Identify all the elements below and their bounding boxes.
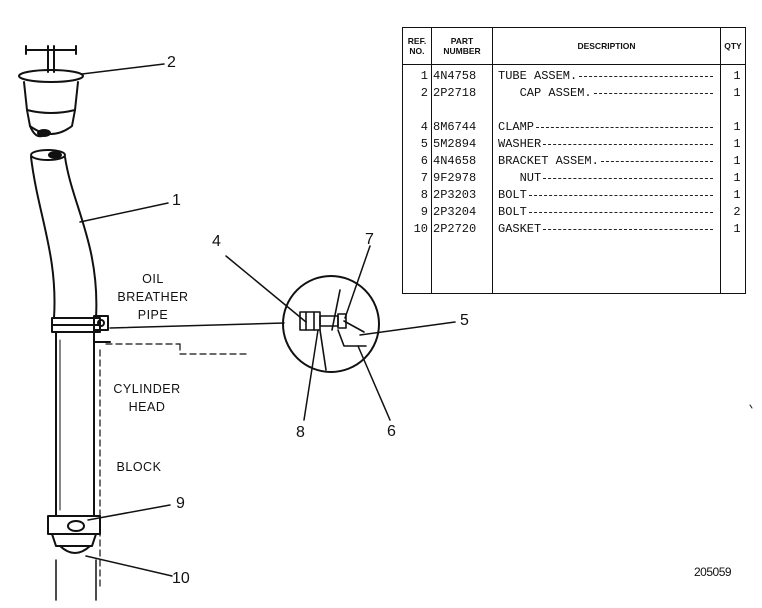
dot-leader <box>600 161 713 162</box>
cell-qty: 1 <box>733 171 741 185</box>
cell-ref: 5 <box>420 137 428 151</box>
cell-description: WASHER <box>498 137 542 151</box>
dot-leader <box>536 127 713 128</box>
cell-ref: 6 <box>420 154 428 168</box>
dot-leader <box>528 212 713 213</box>
header-description: DESCRIPTION <box>577 41 636 51</box>
dot-leader <box>543 229 713 230</box>
note-line: OIL <box>142 272 164 286</box>
cell-qty: 1 <box>733 222 741 236</box>
cell-ref: 1 <box>420 69 428 83</box>
callout-10: 10 <box>172 570 190 587</box>
callout-6: 6 <box>387 423 396 440</box>
column-divider <box>431 28 432 293</box>
table-row: 1 4N4758 TUBE ASSEM. 1 <box>403 68 747 85</box>
figure-number: 205059 <box>694 565 732 579</box>
cell-part-number: 2P3204 <box>433 205 477 219</box>
column-divider <box>492 28 493 293</box>
cell-ref: 8 <box>420 188 428 202</box>
header-text: NUMBER <box>443 46 481 56</box>
tube-assembly-pipe <box>55 331 95 516</box>
cell-ref: 2 <box>420 86 428 100</box>
note-cylinder-head: CYLINDER HEAD <box>106 380 188 416</box>
callout-8: 8 <box>296 424 305 441</box>
cell-qty: 1 <box>733 137 741 151</box>
callout-5: 5 <box>460 312 469 329</box>
cell-part-number: 4N4658 <box>433 154 477 168</box>
cell-description: GASKET <box>498 222 542 236</box>
dot-leader <box>543 178 713 179</box>
note-line: HEAD <box>128 400 166 414</box>
cell-qty: 1 <box>733 69 741 83</box>
cell-description: BOLT <box>498 188 527 202</box>
cell-ref: 9 <box>420 205 428 219</box>
cap-assembly <box>18 69 84 138</box>
header-qty: QTY <box>724 41 742 51</box>
note-line: PIPE <box>137 308 169 322</box>
table-row: 7 9F2978 NUT 1 <box>403 170 747 187</box>
cell-qty: 1 <box>733 188 741 202</box>
table-row: 9 2P3204 BOLT 2 <box>403 204 747 221</box>
table-row: 4 8M6744 CLAMP 1 <box>403 119 747 136</box>
table-row: 6 4N4658 BRACKET ASSEM. 1 <box>403 153 747 170</box>
note-line: BREATHER <box>117 290 189 304</box>
header-text: NO. <box>409 46 425 56</box>
cell-description: BRACKET ASSEM. <box>498 154 599 168</box>
dot-leader <box>579 76 713 77</box>
callout-4: 4 <box>212 233 221 250</box>
detail-leader <box>109 322 285 329</box>
dot-leader <box>543 144 713 145</box>
callout-leaders <box>79 63 456 577</box>
table-row <box>403 102 747 119</box>
cell-description: CAP ASSEM. <box>498 86 592 100</box>
cell-description: BOLT <box>498 205 527 219</box>
bottom-fitting <box>47 515 101 601</box>
detail-parts <box>299 289 367 371</box>
cell-part-number: 2P3203 <box>433 188 477 202</box>
cell-part-number: 9F2978 <box>433 171 477 185</box>
table-row: 2 2P2718 CAP ASSEM. 1 <box>403 85 747 102</box>
note-line: CYLINDER <box>113 382 181 396</box>
header-divider <box>403 64 745 65</box>
detail-circle <box>282 275 380 373</box>
cell-description: NUT <box>498 171 542 185</box>
cell-qty: 1 <box>733 86 741 100</box>
header-ref: REF.NO. <box>403 28 431 64</box>
cell-part-number: 5M2894 <box>433 137 477 151</box>
cell-part-number: 2P2720 <box>433 222 477 236</box>
cell-part-number: 4N4758 <box>433 69 477 83</box>
callout-7: 7 <box>365 231 374 248</box>
header-text: REF. <box>407 36 427 46</box>
cell-part-number: 2P2718 <box>433 86 477 100</box>
engine-outline <box>99 343 249 591</box>
table-row: 10 2P2720 GASKET 1 <box>403 221 747 238</box>
note-oil-breather-pipe: OIL BREATHER PIPE <box>116 270 190 324</box>
note-block: BLOCK <box>116 460 162 474</box>
cell-ref: 10 <box>413 222 428 236</box>
cell-qty: 1 <box>733 154 741 168</box>
column-divider <box>720 28 721 293</box>
callout-2: 2 <box>167 54 176 71</box>
cell-qty: 2 <box>733 205 741 219</box>
callout-1: 1 <box>172 192 181 209</box>
dot-leader <box>593 93 713 94</box>
callout-9: 9 <box>176 495 185 512</box>
cell-description: CLAMP <box>498 120 535 134</box>
cell-ref: 7 <box>420 171 428 185</box>
clamp <box>51 315 111 343</box>
cell-qty: 1 <box>733 120 741 134</box>
cell-description: TUBE ASSEM. <box>498 69 578 83</box>
dot-leader <box>528 195 713 196</box>
header-text: PART <box>450 36 474 46</box>
table-row: 8 2P3203 BOLT 1 <box>403 187 747 204</box>
cell-part-number: 8M6744 <box>433 120 477 134</box>
cell-ref: 4 <box>420 120 428 134</box>
tube-assembly-hose <box>30 149 98 319</box>
cap-handle <box>25 45 77 73</box>
table-row: 5 5M2894 WASHER 1 <box>403 136 747 153</box>
